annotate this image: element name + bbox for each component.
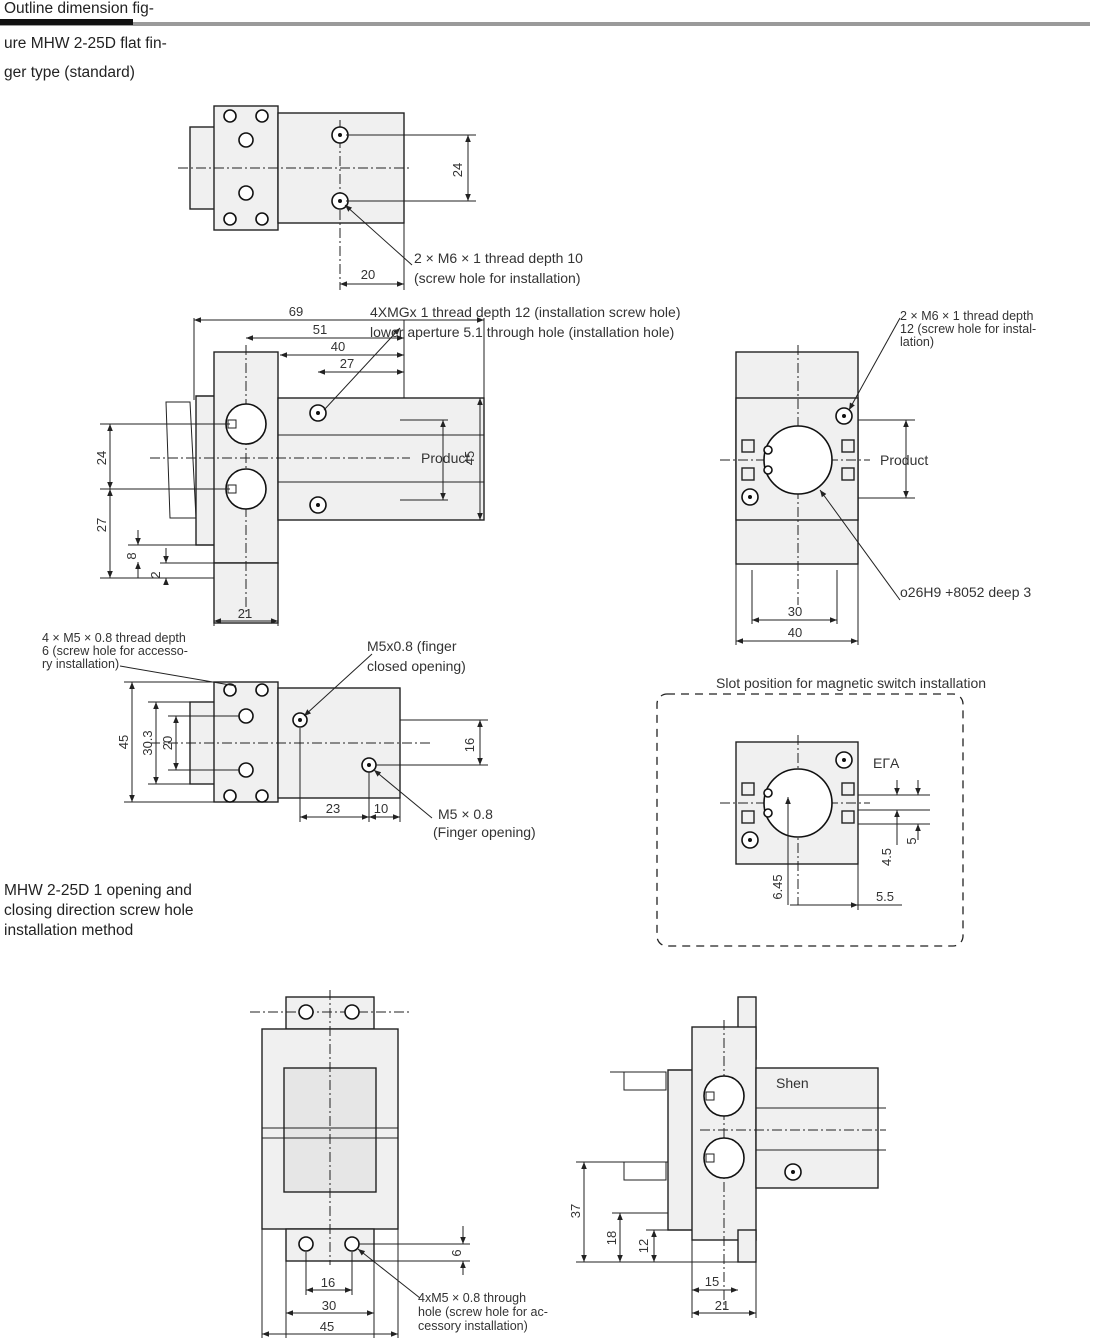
section2-title-line-2: closing direction screw hole (4, 902, 194, 919)
side-dim-40: 40 (788, 625, 802, 640)
install-side-dim-37: 37 (568, 1204, 583, 1218)
front-dim-24: 24 (94, 451, 109, 465)
side-view-note-line-2: 12 (screw hole for instal- (900, 322, 1036, 336)
side-view-note-line-3: lation) (900, 335, 934, 349)
install-front-dim-6: 6 (449, 1249, 464, 1256)
install-front-dim-30: 30 (322, 1298, 336, 1313)
bottom-view-note-open-line-1: M5 × 0.8 (438, 806, 493, 822)
install-front-note-line-1: 4xM5 × 0.8 through (418, 1291, 526, 1305)
front-dim-27: 27 (340, 356, 354, 371)
section2-title-line-3: installation method (4, 922, 134, 939)
bottom-view-note-closed-line-1: M5x0.8 (finger (367, 638, 457, 654)
slot-view-title: Slot position for magnetic switch instal… (716, 675, 986, 691)
side-view-product-label: Product (880, 452, 928, 468)
front-dim-27-vertical: 27 (94, 518, 109, 532)
title-line-1: Outline dimension fig- (4, 0, 154, 17)
bottom-dim-16: 16 (462, 738, 477, 752)
top-view-note-line-2: (screw hole for installation) (414, 270, 581, 286)
install-side-dim-15: 15 (705, 1274, 719, 1289)
slot-dim-5-5: 5.5 (876, 889, 894, 904)
title-line-2: ure MHW 2-25D flat fin- (4, 35, 167, 52)
bottom-dim-10: 10 (374, 801, 388, 816)
install-front-note-line-2: hole (screw hole for ac- (418, 1305, 548, 1319)
install-front-note-line-3: cessory installation) (418, 1319, 528, 1333)
front-dim-8: 8 (124, 552, 139, 559)
bottom-dim-20: 20 (160, 736, 175, 750)
install-side-dim-18: 18 (604, 1231, 619, 1245)
side-view-note-line-1: 2 × M6 × 1 thread depth (900, 309, 1033, 323)
bottom-view-note-left-line-1: 4 × M5 × 0.8 thread depth (42, 631, 186, 645)
slot-view-label: EΓA (873, 755, 900, 771)
section2-title-line-1: MHW 2-25D 1 opening and (4, 882, 192, 899)
slot-dim-4-5: 4.5 (879, 848, 894, 866)
front-dim-40: 40 (331, 339, 345, 354)
title-line-3: ger type (standard) (4, 64, 135, 81)
front-dim-51: 51 (313, 322, 327, 337)
install-side-dim-21: 21 (715, 1298, 729, 1313)
front-dim-21: 21 (238, 606, 252, 621)
front-dim-69: 69 (289, 304, 303, 319)
install-side-dim-12: 12 (636, 1239, 651, 1253)
bottom-dim-23: 23 (326, 801, 340, 816)
front-view: Product 69 51 40 27 4XMGx 1 thread depth… (94, 304, 681, 626)
bottom-view-note-left-line-2: 6 (screw hole for accesso- (42, 644, 188, 658)
bottom-view-note-closed-line-2: closed opening) (367, 658, 466, 674)
side-view-bore-label: ο26H9 +8052 deep 3 (900, 584, 1031, 600)
bottom-dim-45: 45 (116, 735, 131, 749)
top-view-dim-24: 24 (450, 163, 465, 177)
install-front-dim-45: 45 (320, 1319, 334, 1334)
install-front-view: 6 16 30 45 4xM5 × 0.8 through hole (scre… (250, 990, 548, 1338)
bottom-dim-30-3: 30.3 (140, 730, 155, 755)
header-accent-bar (0, 19, 133, 25)
top-view-note-line-1: 2 × M6 × 1 thread depth 10 (414, 250, 583, 266)
front-view-note-line-1: 4XMGx 1 thread depth 12 (installation sc… (370, 304, 681, 320)
side-dim-30: 30 (788, 604, 802, 619)
install-side-view: Shen 37 18 12 15 21 (568, 996, 886, 1318)
top-view: 24 20 2 × M6 × 1 thread depth 10 (screw … (178, 105, 583, 290)
side-view: 2 × M6 × 1 thread depth 12 (screw hole f… (720, 309, 1036, 645)
bottom-view: 4 × M5 × 0.8 thread depth 6 (screw hole … (42, 631, 536, 840)
front-view-note-line-2: lower aperture 5.1 through hole (install… (370, 324, 674, 340)
install-front-dim-16: 16 (321, 1275, 335, 1290)
front-dim-45: 45 (462, 451, 477, 465)
slot-dim-5: 5 (904, 837, 919, 844)
bottom-view-note-left-line-3: ry installation) (42, 657, 119, 671)
slot-view: Slot position for magnetic switch instal… (656, 675, 986, 947)
slot-dim-6-45: 6.45 (770, 874, 785, 899)
header-rule (0, 22, 1090, 26)
bottom-view-note-open-line-2: (Finger opening) (433, 824, 536, 840)
front-dim-2: 2 (148, 571, 163, 578)
install-side-label: Shen (776, 1075, 809, 1091)
top-view-dim-20: 20 (361, 267, 375, 282)
